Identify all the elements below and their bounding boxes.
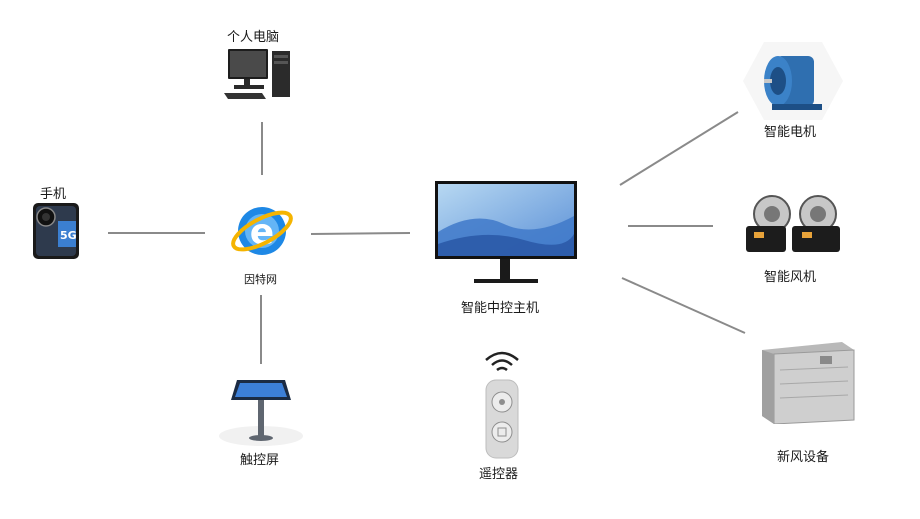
touch-screen-kiosk-icon bbox=[219, 380, 303, 446]
pc-label: 个人电脑 bbox=[227, 30, 280, 45]
line-host-freshair bbox=[621, 277, 746, 334]
motor-node bbox=[742, 40, 844, 122]
phone-label: 手机 bbox=[40, 187, 67, 202]
touch-node bbox=[215, 370, 307, 448]
blower-fan-icon bbox=[746, 195, 840, 252]
fresh-air-node bbox=[760, 340, 856, 424]
line-host-motor bbox=[619, 111, 739, 186]
host-node bbox=[434, 180, 578, 286]
phone-node: 5G bbox=[32, 203, 80, 259]
host-label: 智能中控主机 bbox=[461, 301, 540, 316]
phone-badge: 5G bbox=[60, 229, 77, 242]
touch-label: 触控屏 bbox=[240, 453, 280, 468]
remote-label: 遥控器 bbox=[479, 467, 519, 482]
air-handling-unit-icon bbox=[762, 342, 855, 424]
motor-label: 智能电机 bbox=[764, 125, 817, 140]
remote-control-icon bbox=[485, 351, 519, 459]
smartphone-icon: 5G bbox=[33, 203, 79, 259]
fresh-air-label: 新风设备 bbox=[777, 450, 830, 465]
internet-explorer-icon: e bbox=[231, 207, 293, 255]
electric-motor-icon bbox=[743, 42, 843, 120]
pc-node bbox=[222, 45, 294, 105]
monitor-icon bbox=[435, 181, 577, 283]
fan-node bbox=[742, 192, 846, 258]
remote-node bbox=[480, 346, 524, 460]
internet-label: 因特网 bbox=[244, 273, 277, 286]
desktop-computer-icon bbox=[224, 49, 290, 99]
internet-node: e bbox=[228, 200, 298, 262]
fan-label: 智能风机 bbox=[764, 270, 817, 285]
line-internet-host bbox=[310, 232, 411, 235]
